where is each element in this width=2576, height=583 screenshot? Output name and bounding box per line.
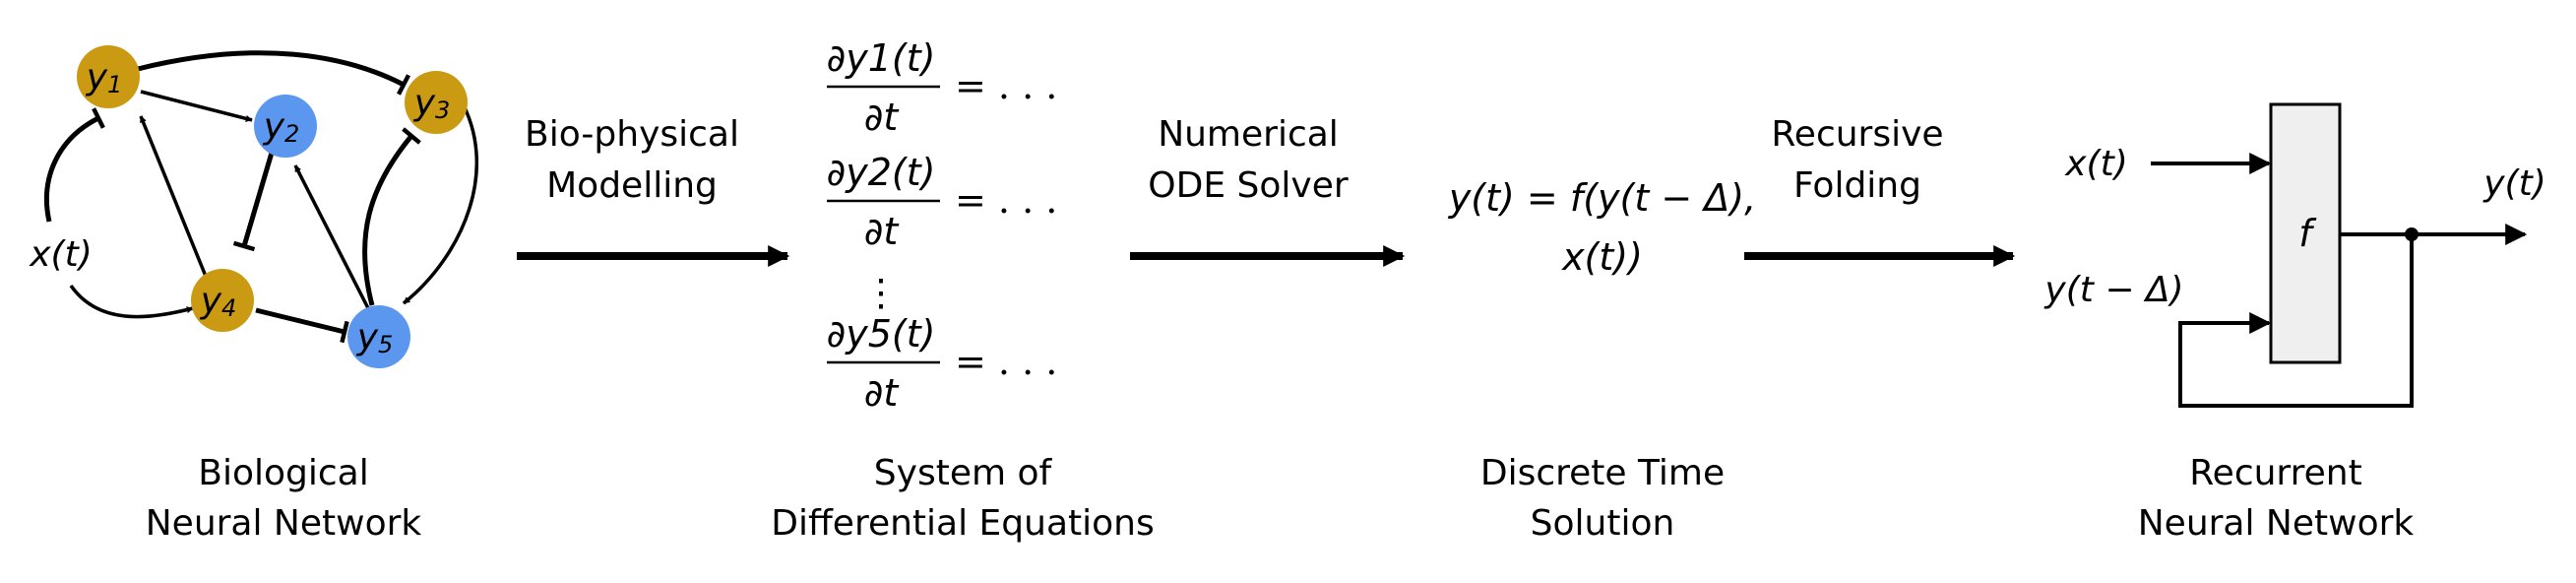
edge-y5-y3-inhibit — [362, 127, 421, 306]
eq3-denominator: ∂t — [864, 371, 901, 415]
svg-text:y3: y3 — [413, 83, 451, 125]
eq3-rhs: = . . . — [955, 340, 1057, 383]
node-y2: y2 — [254, 95, 317, 158]
edge-y2-y4-inhibit — [232, 152, 275, 252]
node-y1: y1 — [77, 45, 140, 108]
rnn-junction-dot — [2405, 227, 2419, 241]
edge-y1-y3-inhibit — [137, 50, 411, 96]
function-block — [2269, 102, 2342, 364]
eq2-denominator: ∂t — [864, 210, 901, 253]
discrete-caption-line1: Discrete Time — [1480, 453, 1725, 493]
edge-y4-y1 — [139, 115, 209, 280]
ode-caption-line1: System of — [874, 453, 1053, 493]
edge-y1-y5 — [89, 1, 473, 313]
discrete-caption-line2: Solution — [1531, 503, 1675, 544]
transition-2-line2: ODE Solver — [1148, 165, 1349, 206]
solution-line2: x(t)) — [1561, 235, 1643, 279]
eq3-numerator: ∂y5(t) — [827, 312, 936, 356]
rnn-output-label: y(t) — [2482, 163, 2546, 204]
eq2-numerator: ∂y2(t) — [827, 151, 936, 194]
eq1-numerator: ∂y1(t) — [827, 36, 936, 80]
transition-3-line1: Recursive — [1771, 114, 1943, 155]
edge-x-y4 — [69, 284, 194, 319]
ode-system: ∂y1(t) ∂t = . . . ∂y2(t) ∂t = . . . ⋮ ∂y… — [827, 36, 1058, 415]
eq1-rhs: = . . . — [955, 64, 1057, 107]
eq-vdots: ⋮ — [862, 271, 900, 314]
svg-text:y5: y5 — [356, 317, 394, 359]
svg-text:y4: y4 — [200, 281, 237, 323]
edge-y5-y2 — [293, 164, 371, 311]
node-y4: y4 — [191, 269, 254, 332]
biological-network: y1 y2 y3 y4 y5 x(t) — [29, 1, 479, 368]
node-y3: y3 — [405, 71, 468, 134]
rnn-input-yprev-label: y(t − Δ) — [2043, 270, 2183, 310]
ode-caption-line2: Differential Equations — [771, 503, 1154, 544]
bnn-caption-line2: Neural Network — [146, 503, 422, 544]
eq2-rhs: = . . . — [955, 178, 1057, 222]
rnn-feedback-loop — [2178, 234, 2414, 408]
edge-y1-y2 — [140, 90, 253, 122]
network-input-label: x(t) — [29, 234, 93, 275]
rnn-block-diagram: f x(t) y(t − Δ) y(t) — [2043, 102, 2546, 408]
solution-line1: y(t) = f(y(t − Δ), — [1448, 176, 1756, 220]
rnn-caption-line2: Neural Network — [2138, 503, 2415, 544]
rnn-input-x-label: x(t) — [2064, 144, 2128, 184]
transition-3-line2: Folding — [1793, 165, 1921, 206]
node-y5: y5 — [347, 305, 410, 368]
svg-text:y1: y1 — [86, 57, 123, 99]
transition-1-line2: Modelling — [546, 165, 718, 206]
edge-y4-y5-inhibit — [255, 307, 349, 344]
edge-x-y1-inhibit — [43, 107, 105, 223]
transition-1-line1: Bio-physical — [525, 114, 739, 155]
transition-2-line1: Numerical — [1158, 114, 1339, 155]
edge-y3-y5 — [402, 94, 479, 305]
rnn-caption-line1: Recurrent — [2189, 453, 2361, 493]
eq1-denominator: ∂t — [864, 96, 901, 139]
bnn-caption-line1: Biological — [198, 453, 368, 493]
svg-text:y2: y2 — [263, 106, 300, 149]
